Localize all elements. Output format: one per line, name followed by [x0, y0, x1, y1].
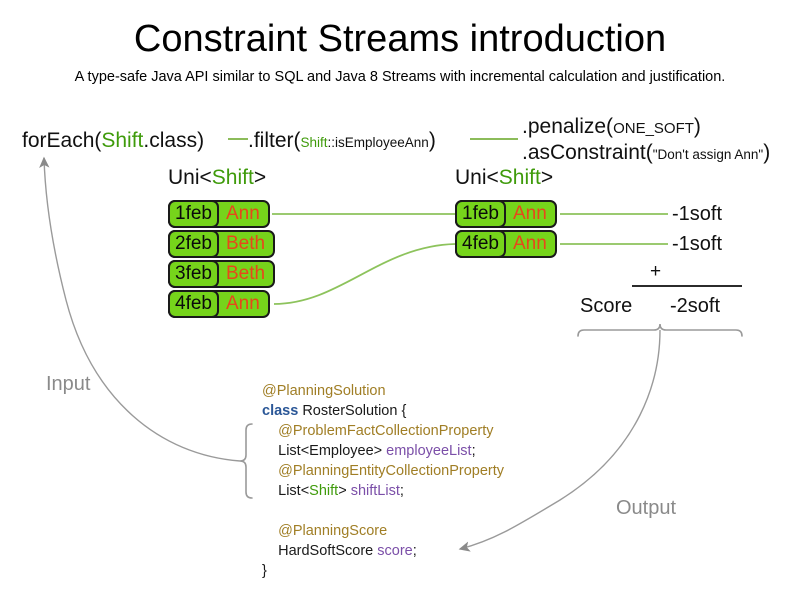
pipeline-penalize: .penalize(ONE_SOFT) — [522, 114, 701, 141]
code-line: HardSoftScore score; — [262, 541, 504, 561]
java-code-block: @PlanningSolution class RosterSolution {… — [262, 381, 504, 581]
uni-right-prefix: Uni< — [455, 166, 499, 189]
field-end: ; — [471, 443, 476, 459]
uni-caption-right: Uni<Shift> — [455, 166, 553, 190]
page-subtitle: A type-safe Java API similar to SQL and … — [74, 69, 726, 85]
annotation-planning-entity: @PlanningEntityCollectionProperty — [278, 463, 505, 479]
fact-date: 3feb — [168, 260, 219, 288]
field-generic-post: > — [338, 483, 351, 499]
asconstraint-prefix: .asConstraint( — [522, 141, 653, 164]
score-label: Score — [580, 295, 633, 317]
code-line: List<Employee> employeeList; — [262, 441, 504, 461]
uni-caption-left: Uni<Shift> — [168, 166, 266, 190]
fact-date: 2feb — [168, 230, 219, 258]
fact-row: 3feb Beth — [168, 260, 276, 288]
fact-date: 1feb — [168, 200, 219, 228]
fact-date: 4feb — [455, 230, 506, 258]
input-label: Input — [46, 373, 91, 395]
fact-employee: Ann — [512, 203, 547, 224]
uni-left-prefix: Uni< — [168, 166, 212, 189]
annotation-problem-fact: @ProblemFactCollectionProperty — [278, 423, 494, 439]
sum-rule — [632, 285, 742, 287]
fact-employee: Ann — [225, 293, 260, 314]
fact-employee: Ann — [225, 203, 260, 224]
field-generic-type: Shift — [309, 483, 339, 499]
total-score: -2soft — [670, 295, 721, 317]
pipeline-foreach: forEach(Shift.class) — [22, 128, 204, 153]
penalize-prefix: .penalize( — [522, 115, 614, 138]
asconstraint-arg: "Don't assign Ann" — [652, 147, 764, 162]
fact-date: 4feb — [168, 290, 219, 318]
field-end: ; — [412, 543, 417, 559]
code-line: @PlanningEntityCollectionProperty — [262, 461, 504, 481]
fact-employee: Ann — [512, 233, 547, 254]
code-line: } — [262, 561, 504, 581]
asconstraint-suffix: ) — [763, 141, 771, 164]
field-end: ; — [399, 483, 404, 499]
filter-suffix: ) — [428, 129, 436, 152]
fact-row: 1feb Ann — [168, 200, 270, 228]
code-line: @PlanningScore — [262, 521, 504, 541]
field-decl: List<Employee> — [278, 443, 387, 459]
foreach-prefix: forEach( — [22, 129, 102, 152]
field-generic-pre: List< — [278, 483, 310, 499]
pipeline-filter: .filter(Shift::isEmployeeAnn) — [248, 128, 436, 155]
foreach-type: Shift — [101, 129, 144, 152]
code-line: @PlanningSolution — [262, 381, 504, 401]
fact-row: 4feb Ann — [455, 230, 557, 258]
annotation-planning-solution: @PlanningSolution — [262, 383, 386, 399]
pipeline-asconstraint: .asConstraint("Don't assign Ann") — [522, 140, 770, 167]
penalty-score: -1soft — [672, 203, 723, 225]
fact-row: 1feb Ann — [455, 200, 557, 228]
uni-right-type: Shift — [498, 166, 541, 189]
fact-date: 1feb — [455, 200, 506, 228]
fact-employee: Beth — [225, 233, 266, 254]
penalize-suffix: ) — [693, 115, 701, 138]
fact-row: 4feb Ann — [168, 290, 270, 318]
output-label: Output — [616, 497, 677, 519]
code-line: @ProblemFactCollectionProperty — [262, 421, 504, 441]
fact-employee: Beth — [225, 263, 266, 284]
uni-right-suffix: > — [540, 166, 554, 189]
foreach-suffix: .class) — [143, 129, 205, 152]
field-name: employeeList — [386, 443, 472, 459]
annotation-planning-score: @PlanningScore — [278, 523, 388, 539]
filter-prefix: .filter( — [248, 129, 301, 152]
uni-left-suffix: > — [253, 166, 267, 189]
class-name: RosterSolution { — [298, 403, 407, 419]
field-name: shiftList — [350, 483, 400, 499]
field-decl: HardSoftScore — [278, 543, 378, 559]
code-blank-line — [262, 501, 504, 521]
code-line: class RosterSolution { — [262, 401, 504, 421]
uni-left-type: Shift — [211, 166, 254, 189]
filter-method: ::isEmployeeAnn — [327, 135, 429, 150]
penalty-score: -1soft — [672, 233, 723, 255]
fact-row: 2feb Beth — [168, 230, 276, 258]
code-line: List<Shift> shiftList; — [262, 481, 504, 501]
sum-operator: + — [650, 261, 662, 282]
page-title: Constraint Streams introduction — [133, 18, 667, 60]
field-name: score — [377, 543, 413, 559]
penalize-arg: ONE_SOFT — [613, 120, 694, 137]
class-close-brace: } — [262, 563, 267, 579]
filter-type: Shift — [300, 135, 328, 150]
keyword-class: class — [262, 403, 299, 419]
